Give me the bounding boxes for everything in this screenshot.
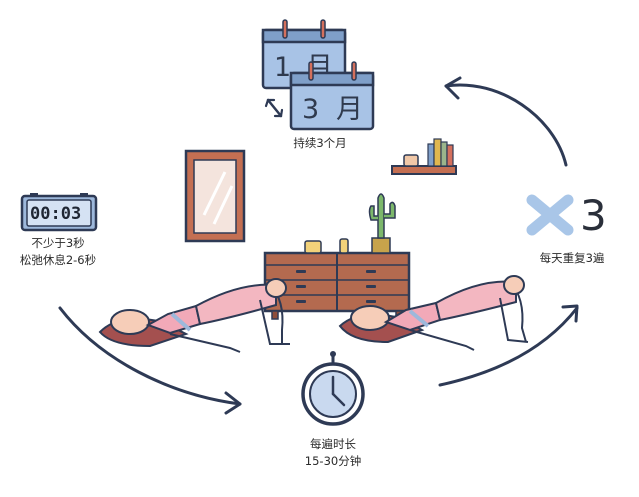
cycle-arrow-top-right-head xyxy=(444,76,462,100)
calendar-icon: 1 月 3 月 xyxy=(261,19,375,131)
stopwatch-caption-line2: 15-30分钟 xyxy=(304,454,362,468)
dresser xyxy=(263,251,411,320)
cycle-arrow-bottom-right xyxy=(438,306,579,387)
bridge-exercise-figure-right xyxy=(338,275,529,351)
alarm-clock-icon: 00:03 xyxy=(20,193,98,232)
alarm-caption-line1: 不少于3秒 xyxy=(31,236,85,250)
repeat-count: 3 xyxy=(580,191,607,240)
stopwatch-caption-line1: 每遍时长 xyxy=(310,437,356,451)
wall-mirror xyxy=(184,149,246,243)
cactus-plant xyxy=(368,193,396,254)
cycle-arrow-top-right xyxy=(444,83,568,167)
dresser-items xyxy=(304,238,349,254)
repeat-x-icon xyxy=(526,194,574,236)
wall-shelf xyxy=(391,138,457,175)
repeat-caption: 每天重复3遍 xyxy=(539,251,605,265)
cycle-arrow-bottom-right-head xyxy=(561,304,579,323)
stopwatch-icon xyxy=(301,351,365,426)
alarm-clock-display: 00:03 xyxy=(30,204,81,224)
cycle-arrow-bottom-left xyxy=(58,306,242,406)
alarm-caption-line2: 松弛休息2-6秒 xyxy=(19,253,97,267)
calendar-back-number: 3 xyxy=(302,94,319,125)
cycle-arrow-bottom-left-head xyxy=(224,391,242,415)
calendar-back-unit: 月 xyxy=(336,94,363,125)
calendar-caption: 持续3个月 xyxy=(293,136,347,150)
calendar-front-number: 1 xyxy=(274,52,291,83)
bridge-exercise-figure-left xyxy=(98,278,290,353)
